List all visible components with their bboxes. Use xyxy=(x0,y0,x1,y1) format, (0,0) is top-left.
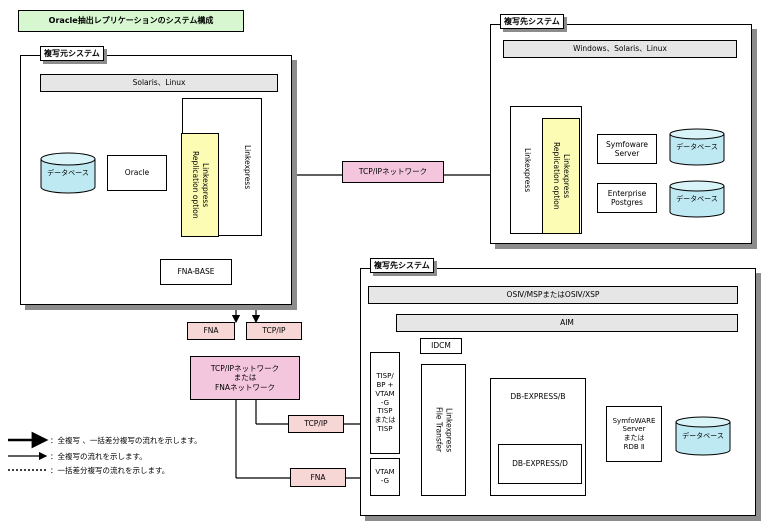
tisp-box: TISP/ BP + VTAM -G TISP または TISP xyxy=(370,352,400,454)
source-replication-option-box: Linkexpress Replication option xyxy=(181,133,219,237)
target-1-database-icon-1: データベース xyxy=(669,128,725,166)
legend-item-batch-diff: ：一括差分複写の流れを示します。 xyxy=(50,466,170,475)
target-system-1-label: 複写先システム xyxy=(500,14,564,29)
idcm-box: IDCM xyxy=(420,338,462,354)
aim-bar: AIM xyxy=(396,314,738,332)
source-system-label: 複写元システム xyxy=(40,46,104,61)
target-1-database-label-2: データベース xyxy=(676,195,718,203)
target-1-replication-option-box: Linkexpress Replication option xyxy=(542,118,580,234)
source-database-icon: データベース xyxy=(40,152,96,194)
enterprise-postgres-box: Enterprise Postgres xyxy=(597,183,657,213)
tcpip-network-box: TCP/IPネットワーク xyxy=(342,161,444,183)
diagram-title: Oracle抽出レプリケーションのシステム構成 xyxy=(18,10,244,32)
source-database-label: データベース xyxy=(47,169,89,177)
legend-item-full: ：全複写の流れを示します。 xyxy=(50,452,147,461)
combined-network-box: TCP/IPネットワーク または FNAネットワーク xyxy=(190,356,300,400)
target-1-database-label-1: データベース xyxy=(676,143,718,151)
target-2-os-bar: OSⅣ/MSPまたはOSⅣ/XSP xyxy=(368,286,738,304)
symfoware-server-box: Symfoware Server xyxy=(597,134,657,164)
target-1-linkexpress-label: Linkexpress xyxy=(522,147,532,193)
vtam-box: VTAM -G xyxy=(370,458,400,496)
source-replication-option-label: Linkexpress Replication option xyxy=(191,151,210,219)
target-1-replication-option-label: Linkexpress Replication option xyxy=(552,142,571,210)
target-2-database-label: データベース xyxy=(682,432,724,440)
legend-item-full-and-batch: ：全複写 、一括差分複写の流れを示します。 xyxy=(50,436,202,445)
target-1-os-bar: Windows、Solaris、Linux xyxy=(503,40,737,58)
file-transfer-box: Linkexpress File Transfer xyxy=(421,364,466,496)
fna-tag-box: FNA xyxy=(187,322,235,340)
file-transfer-label: Linkexpress File Transfer xyxy=(434,407,454,453)
source-os-bar: Solaris、Linux xyxy=(40,74,278,92)
fna-tag-box-2: FNA xyxy=(290,468,346,487)
fna-base-box: FNA-BASE xyxy=(160,259,232,285)
target-system-2-label: 複写先システム xyxy=(370,258,434,273)
symfoware-rdb-box: SymfoWARE Server または RDB Ⅱ xyxy=(606,406,662,462)
target-1-database-icon-2: データベース xyxy=(669,180,725,218)
target-2-database-icon: データベース xyxy=(675,416,731,456)
db-express-b-label: DB-EXPRESS/B xyxy=(510,392,566,401)
tcpip-tag-box: TCP/IP xyxy=(246,322,302,340)
tcpip-tag-box-2: TCP/IP xyxy=(288,415,344,433)
source-linkexpress-label: Linkexpress xyxy=(242,144,252,190)
db-express-d-box: DB-EXPRESS/D xyxy=(498,444,582,484)
oracle-box: Oracle xyxy=(107,155,167,191)
